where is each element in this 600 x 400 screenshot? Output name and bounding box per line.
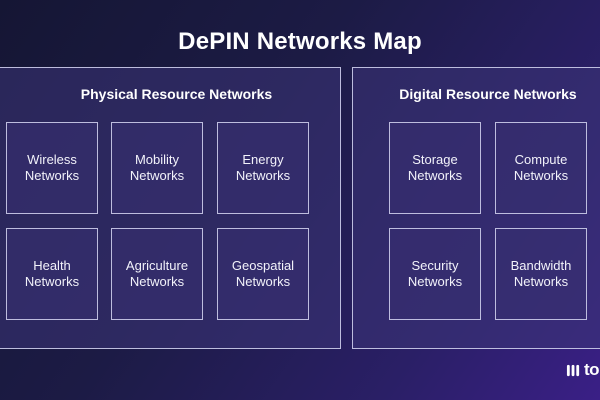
card-label: Mobility [134,152,180,167]
card-label: Networks [513,168,569,183]
digital-panel-heading: Digital Resource Networks [399,86,577,102]
card-label: Networks [129,168,185,183]
digital-networks-panel: Digital Resource Networks Storage Networ… [352,67,600,349]
card-label: Security [411,258,459,273]
card-label: Storage [412,152,458,167]
card-label: Geospatial [231,258,295,273]
logo-text: to [584,360,600,379]
card-agriculture: Agriculture Networks [111,228,203,320]
page-title: DePIN Networks Map [178,28,422,55]
card-label: Bandwidth [510,258,572,273]
card-bandwidth: Bandwidth Networks [495,228,587,320]
card-label: Compute [514,152,568,167]
card-health: Health Networks [6,228,98,320]
card-label: Networks [235,168,291,183]
card-wireless: Wireless Networks [6,122,98,214]
card-mobility: Mobility Networks [111,122,203,214]
card-security: Security Networks [389,228,481,320]
card-compute: Compute Networks [495,122,587,214]
card-energy: Energy Networks [217,122,309,214]
card-geospatial: Geospatial Networks [217,228,309,320]
card-label: Energy [242,152,284,167]
card-label: Wireless [27,152,77,167]
card-label: Networks [129,274,185,289]
card-label: Agriculture [125,258,189,273]
card-label: Networks [407,274,463,289]
physical-panel-heading: Physical Resource Networks [80,86,273,102]
card-label: Networks [513,274,569,289]
physical-networks-panel: Physical Resource Networks Wireless Netw… [0,67,341,349]
card-label: Networks [407,168,463,183]
brand-logo: to [566,360,600,380]
logo-stripes-icon [566,364,580,376]
card-label: Networks [24,168,80,183]
card-label: Networks [235,274,291,289]
card-label: Networks [24,274,80,289]
card-label: Health [33,258,71,273]
card-storage: Storage Networks [389,122,481,214]
